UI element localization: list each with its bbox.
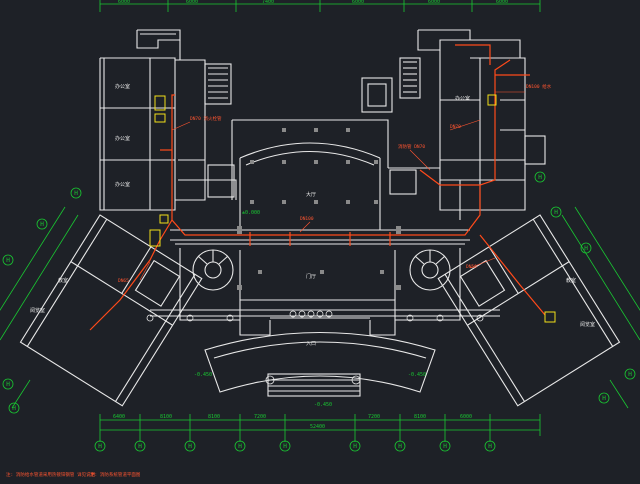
axis-label-r5: H (602, 395, 606, 402)
top-dim-5: 6000 (428, 0, 440, 5)
axis-label-r3: H (584, 245, 588, 252)
top-dimension-chain (99, 0, 541, 12)
bottom-dimension-chain (99, 414, 541, 436)
pipe-note-5: DN100 给水 (526, 83, 552, 90)
right-wing-dimensions (561, 206, 640, 409)
pipe-note-4: DN70 (450, 124, 461, 130)
axis-label-l1: H (74, 190, 78, 197)
axis-label-b7: H (398, 443, 402, 450)
front-balustrade (146, 310, 484, 385)
bottom-dim-2: 8100 (160, 414, 172, 420)
building-walls (99, 29, 546, 397)
room-label-left-office-2: 办公室 (115, 135, 130, 142)
elevation-mark: ±0.000 (242, 210, 260, 216)
axis-label-r1: H (538, 174, 542, 181)
room-label-left-office-1: 办公室 (115, 83, 130, 90)
bottom-dim-1: 6400 (113, 414, 125, 420)
bottom-dim-3: 8100 (208, 414, 220, 420)
top-dim-3: 7400 (262, 0, 274, 5)
axis-label-l4: H (6, 381, 10, 388)
fire-hydrant-cabinets (149, 94, 556, 323)
axis-label-b1: H (98, 443, 102, 450)
room-label-left-office-3: 办公室 (115, 181, 130, 188)
axis-label-b9: H (488, 443, 492, 450)
bottom-dim-total: 52400 (310, 424, 325, 430)
level-bottom: -0.450 (314, 402, 332, 408)
room-label-left-wing-2: 阅览室 (30, 307, 45, 314)
grid-axis-bubbles-left: H H H H H (2, 187, 82, 414)
right-wing (437, 214, 621, 407)
footer-note-a: 注: 消防给水管道采用热镀锌钢管 详见说明 (6, 471, 96, 478)
level-left: -0.450 (194, 372, 212, 378)
top-dim-6: 6000 (496, 0, 508, 5)
grid-axis-bubbles-right: H H H H H (534, 171, 636, 404)
top-dim-4: 6000 (352, 0, 364, 5)
axis-label-b5: H (283, 443, 287, 450)
axis-label-l2: H (40, 221, 44, 228)
axis-label-l5: H (12, 405, 16, 412)
structural-columns (237, 128, 401, 290)
pipe-note-3: DN65 (118, 278, 129, 284)
axis-label-b4: H (238, 443, 242, 450)
axis-label-b3: H (188, 443, 192, 450)
room-label-left-wing: 教室 (58, 277, 68, 284)
bottom-dim-6: 8100 (414, 414, 426, 420)
room-label-lobby-upper: 大厅 (306, 191, 316, 198)
top-dim-1: 6000 (118, 0, 130, 5)
room-label-right-wing: 教室 (566, 277, 576, 284)
axis-label-l3: H (6, 257, 10, 264)
footer-note-b: 注: 消防系统管道平面图 (90, 471, 141, 478)
grid-axis-bubbles-bottom: H H H H H H H H H (94, 436, 496, 452)
left-wing (19, 214, 203, 407)
axis-label-r2: H (554, 209, 558, 216)
axis-label-b2: H (138, 443, 142, 450)
pipe-note-2: DN100 (300, 216, 314, 222)
annotation-leaders (139, 91, 525, 281)
top-dim-2: 6000 (186, 0, 198, 5)
fire-pipe-network (89, 44, 546, 331)
pipe-note-7: DN50 (466, 264, 477, 270)
bottom-dim-4: 7200 (254, 414, 266, 420)
room-label-lobby-lower: 门厅 (306, 273, 316, 280)
room-label-right-office: 办公室 (455, 95, 470, 102)
axis-label-b8: H (443, 443, 447, 450)
room-label-entrance: 入口 (306, 341, 316, 347)
axis-label-r4: H (628, 371, 632, 378)
bottom-dim-5: 7200 (368, 414, 380, 420)
pipe-note-6: 消防管 DN70 (398, 143, 425, 150)
level-right: -0.450 (408, 372, 426, 378)
pipe-note-1: DN70 消火栓管 (190, 115, 222, 122)
bottom-dim-7: 6000 (460, 414, 472, 420)
room-label-right-wing-2: 阅览室 (580, 321, 595, 328)
axis-label-b6: H (353, 443, 357, 450)
